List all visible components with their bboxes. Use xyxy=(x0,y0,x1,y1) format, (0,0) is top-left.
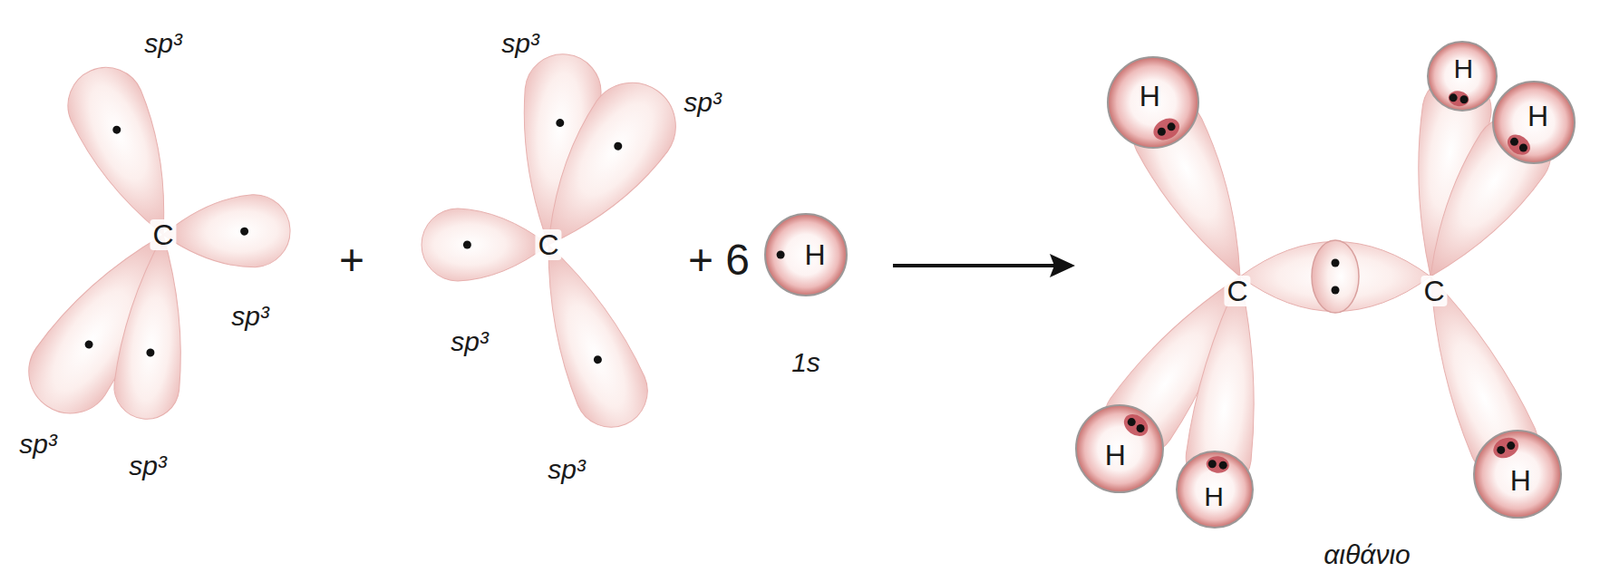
orbital-label: sp³ xyxy=(547,455,586,484)
sp3-orbital xyxy=(513,65,693,270)
atom-symbol: C xyxy=(149,219,176,251)
orbital-lobe xyxy=(514,230,660,439)
electron-dot xyxy=(463,241,472,250)
electron-dot xyxy=(1208,459,1217,468)
orbital-lobe xyxy=(421,208,549,282)
orbital-label: sp³ xyxy=(450,328,489,356)
electron-dot xyxy=(1449,93,1458,102)
atom-symbol: H xyxy=(1105,440,1126,470)
electron-dot xyxy=(1510,137,1519,146)
atom-symbol: C xyxy=(1420,275,1447,307)
atom-symbol: C xyxy=(1223,275,1251,307)
orbitals xyxy=(12,50,1566,494)
sp3-orbital xyxy=(110,231,196,423)
sp3-orbital xyxy=(56,55,199,251)
orbital-label: 1s xyxy=(791,349,821,377)
hydrogen-atom: H xyxy=(763,212,849,298)
electron-dot xyxy=(111,124,123,136)
cc-sigma-bond xyxy=(1240,240,1431,313)
molecule-name: αιθάνιο xyxy=(1323,541,1411,569)
electron-dot xyxy=(612,140,625,153)
electron-dot xyxy=(1157,127,1166,136)
electron-dot xyxy=(1519,144,1528,153)
overlap-patch xyxy=(1149,114,1184,145)
orbital-label: sp³ xyxy=(144,29,183,58)
sp3-orbital xyxy=(514,230,660,439)
reaction-arrow xyxy=(892,253,1076,278)
hydrogen-atom: H xyxy=(1105,55,1201,150)
coefficient: + 6 xyxy=(688,238,750,282)
hydrogen-atom: H xyxy=(1491,79,1577,165)
bond-electron-pair xyxy=(1311,240,1359,313)
arrow-shaft xyxy=(892,263,1057,268)
hydrogen-atom: H xyxy=(1472,428,1563,520)
overlap-patch xyxy=(1490,434,1523,463)
electron-dot xyxy=(83,339,95,350)
orbital-lobe xyxy=(1398,101,1566,299)
orbital-label: sp³ xyxy=(683,88,722,117)
overlap-patch xyxy=(1447,89,1471,108)
atom-symbol: H xyxy=(804,240,825,270)
orbital-label: sp³ xyxy=(19,430,58,458)
orbital-lobe xyxy=(56,55,199,251)
electron-dot xyxy=(1219,461,1228,470)
atom-symbol: H xyxy=(1203,483,1224,511)
electron-dot xyxy=(1506,441,1515,450)
overlap-patch xyxy=(1503,130,1534,159)
hydrogen-atom: H xyxy=(1174,449,1255,530)
orbital-circle xyxy=(765,213,847,296)
orbital-lobe xyxy=(110,231,196,423)
orbital-lobe xyxy=(161,193,291,272)
orbital-lobe xyxy=(12,211,198,430)
orbital-label: sp³ xyxy=(231,302,270,330)
atom-symbol: H xyxy=(1453,55,1474,83)
atom-symbol: H xyxy=(1527,101,1549,131)
hydrogen-atom: H xyxy=(1425,39,1499,113)
electron-dot xyxy=(1331,286,1340,295)
arrow-head xyxy=(1049,253,1076,278)
sp3-orbital xyxy=(1398,101,1566,299)
atom-symbol: H xyxy=(1139,81,1161,111)
electron-dot xyxy=(1496,446,1505,455)
electron-dot xyxy=(776,251,786,260)
electron-dot xyxy=(555,118,565,128)
sp3-orbital xyxy=(161,193,291,272)
orbital-circle xyxy=(1176,451,1253,528)
orbital-circle xyxy=(1473,430,1562,518)
electron-dot xyxy=(1127,417,1136,427)
electron-dot xyxy=(1460,95,1469,104)
overlap-patch xyxy=(1205,455,1231,475)
electron-dot xyxy=(1136,424,1145,433)
sp3-orbital xyxy=(12,211,198,430)
orbital-circle xyxy=(1427,41,1497,111)
atom-symbol: C xyxy=(534,229,562,261)
electron-dot xyxy=(1167,122,1176,131)
hydrogen-atom: H xyxy=(1074,403,1165,495)
electron-dot xyxy=(591,354,603,366)
overlap-patch xyxy=(1119,409,1153,441)
orbital-circle xyxy=(1107,57,1199,148)
sp3-orbital xyxy=(421,208,549,282)
orbital-label: sp³ xyxy=(501,29,540,58)
plus-sign: + xyxy=(339,238,365,282)
electron-dot xyxy=(1331,259,1340,268)
electron-dot xyxy=(145,348,156,358)
electron-dot xyxy=(240,226,249,235)
orbital-circle xyxy=(1493,81,1575,164)
orbital-lobe xyxy=(513,65,693,270)
atom-symbol: H xyxy=(1510,465,1532,495)
orbital-label: sp³ xyxy=(128,452,167,480)
orbital-circle xyxy=(1076,405,1164,493)
